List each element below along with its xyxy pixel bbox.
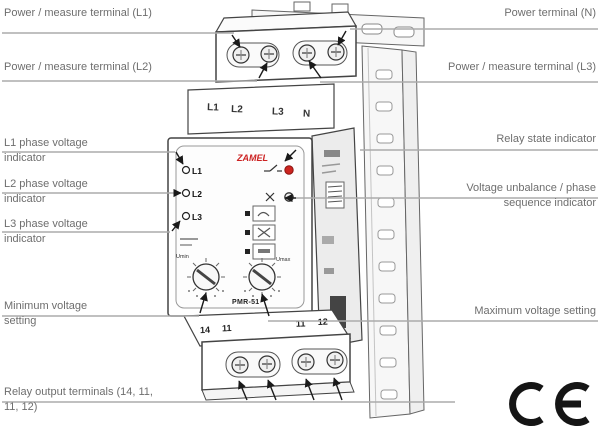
knob-max: Umax: [243, 257, 291, 299]
callout-arrow: [258, 62, 268, 79]
callout-arrow: [337, 30, 347, 46]
callout-arrow: [260, 293, 270, 317]
callout-arrow: [308, 60, 322, 79]
knob-min-label: Umin: [176, 254, 189, 260]
leader-lines: [2, 28, 598, 403]
plate-label-l3: L3: [272, 106, 284, 117]
bottom-terminal-block: [201, 333, 355, 401]
callout-arrow: [231, 34, 241, 48]
terminal-number-11b: 11: [296, 318, 306, 328]
knob-max-label: Umax: [276, 257, 291, 263]
callout-power-terminal-n: Power terminal (N): [504, 7, 596, 19]
callout-power-measure-terminal-l3: Power / measure terminal (L3): [448, 61, 596, 73]
rail-tab: [293, 1, 311, 12]
brand-logo: ZAMEL: [236, 153, 268, 163]
callout-arrow: [171, 220, 181, 232]
callout-arrow: [175, 151, 184, 165]
led-l2-icon: [181, 188, 191, 198]
callout-arrow: [304, 378, 315, 401]
callout-power-measure-terminal-l1: Power / measure terminal (L1): [4, 7, 152, 19]
callout-arrow: [284, 149, 297, 162]
callout-minimum-voltage-setting: Minimum voltage setting: [4, 300, 88, 327]
top-terminal-block: [214, 11, 358, 83]
phase-leds: [181, 165, 191, 221]
ce-mark-icon: [509, 382, 590, 426]
terminal-screws-top: [232, 43, 345, 64]
plate-label-n: N: [303, 109, 311, 120]
terminal-number-12: 12: [318, 317, 328, 327]
front-panel: ZAMEL L1 L2 L3: [167, 137, 313, 317]
terminal-plate: L1 L2 L3 N: [187, 83, 335, 135]
callout-relay-output-terminals: Relay output terminals (14, 11, 11, 12): [4, 386, 153, 413]
rail-slots: [375, 69, 398, 400]
plate-label-l2: L2: [231, 104, 243, 115]
led-l2-label: L2: [192, 189, 202, 199]
callout-l1-phase-voltage-indicator: L1 phase voltage indicator: [4, 137, 88, 164]
side-barcode: [325, 181, 345, 209]
device-side-panel: [311, 127, 363, 349]
terminal-screws-bottom: [231, 351, 344, 374]
plate-label-l1: L1: [207, 102, 219, 113]
red-led-icon: [284, 165, 294, 175]
callout-voltage-unbalance-indicator: Voltage unbalance / phase sequence indic…: [466, 182, 596, 209]
legend-table: [245, 205, 276, 260]
callout-arrow: [332, 377, 343, 401]
callout-arrows: [171, 30, 347, 401]
led-ring-icon: [284, 192, 294, 202]
callout-arrow: [266, 379, 277, 401]
led-l3-icon: [181, 211, 191, 221]
callout-power-measure-terminal-l2: Power / measure terminal (L2): [4, 61, 152, 73]
callout-arrow: [238, 380, 248, 401]
callout-l3-phase-voltage-indicator: L3 phase voltage indicator: [4, 218, 88, 245]
callout-relay-state-indicator: Relay state indicator: [496, 133, 596, 145]
callout-maximum-voltage-setting: Maximum voltage setting: [474, 305, 596, 317]
callout-arrow: [199, 292, 208, 314]
relay-state-led: [264, 164, 294, 175]
terminal-number-14: 14: [200, 325, 210, 335]
terminal-number-11a: 11: [222, 323, 232, 333]
led-l3-label: L3: [192, 212, 202, 222]
fine-print: [180, 238, 198, 240]
led-l1-icon: [181, 165, 191, 175]
callout-l2-phase-voltage-indicator: L2 phase voltage indicator: [4, 178, 88, 205]
led-l1-label: L1: [192, 166, 202, 176]
fine-print: [180, 244, 192, 246]
model-label: PMR-51: [232, 299, 259, 306]
